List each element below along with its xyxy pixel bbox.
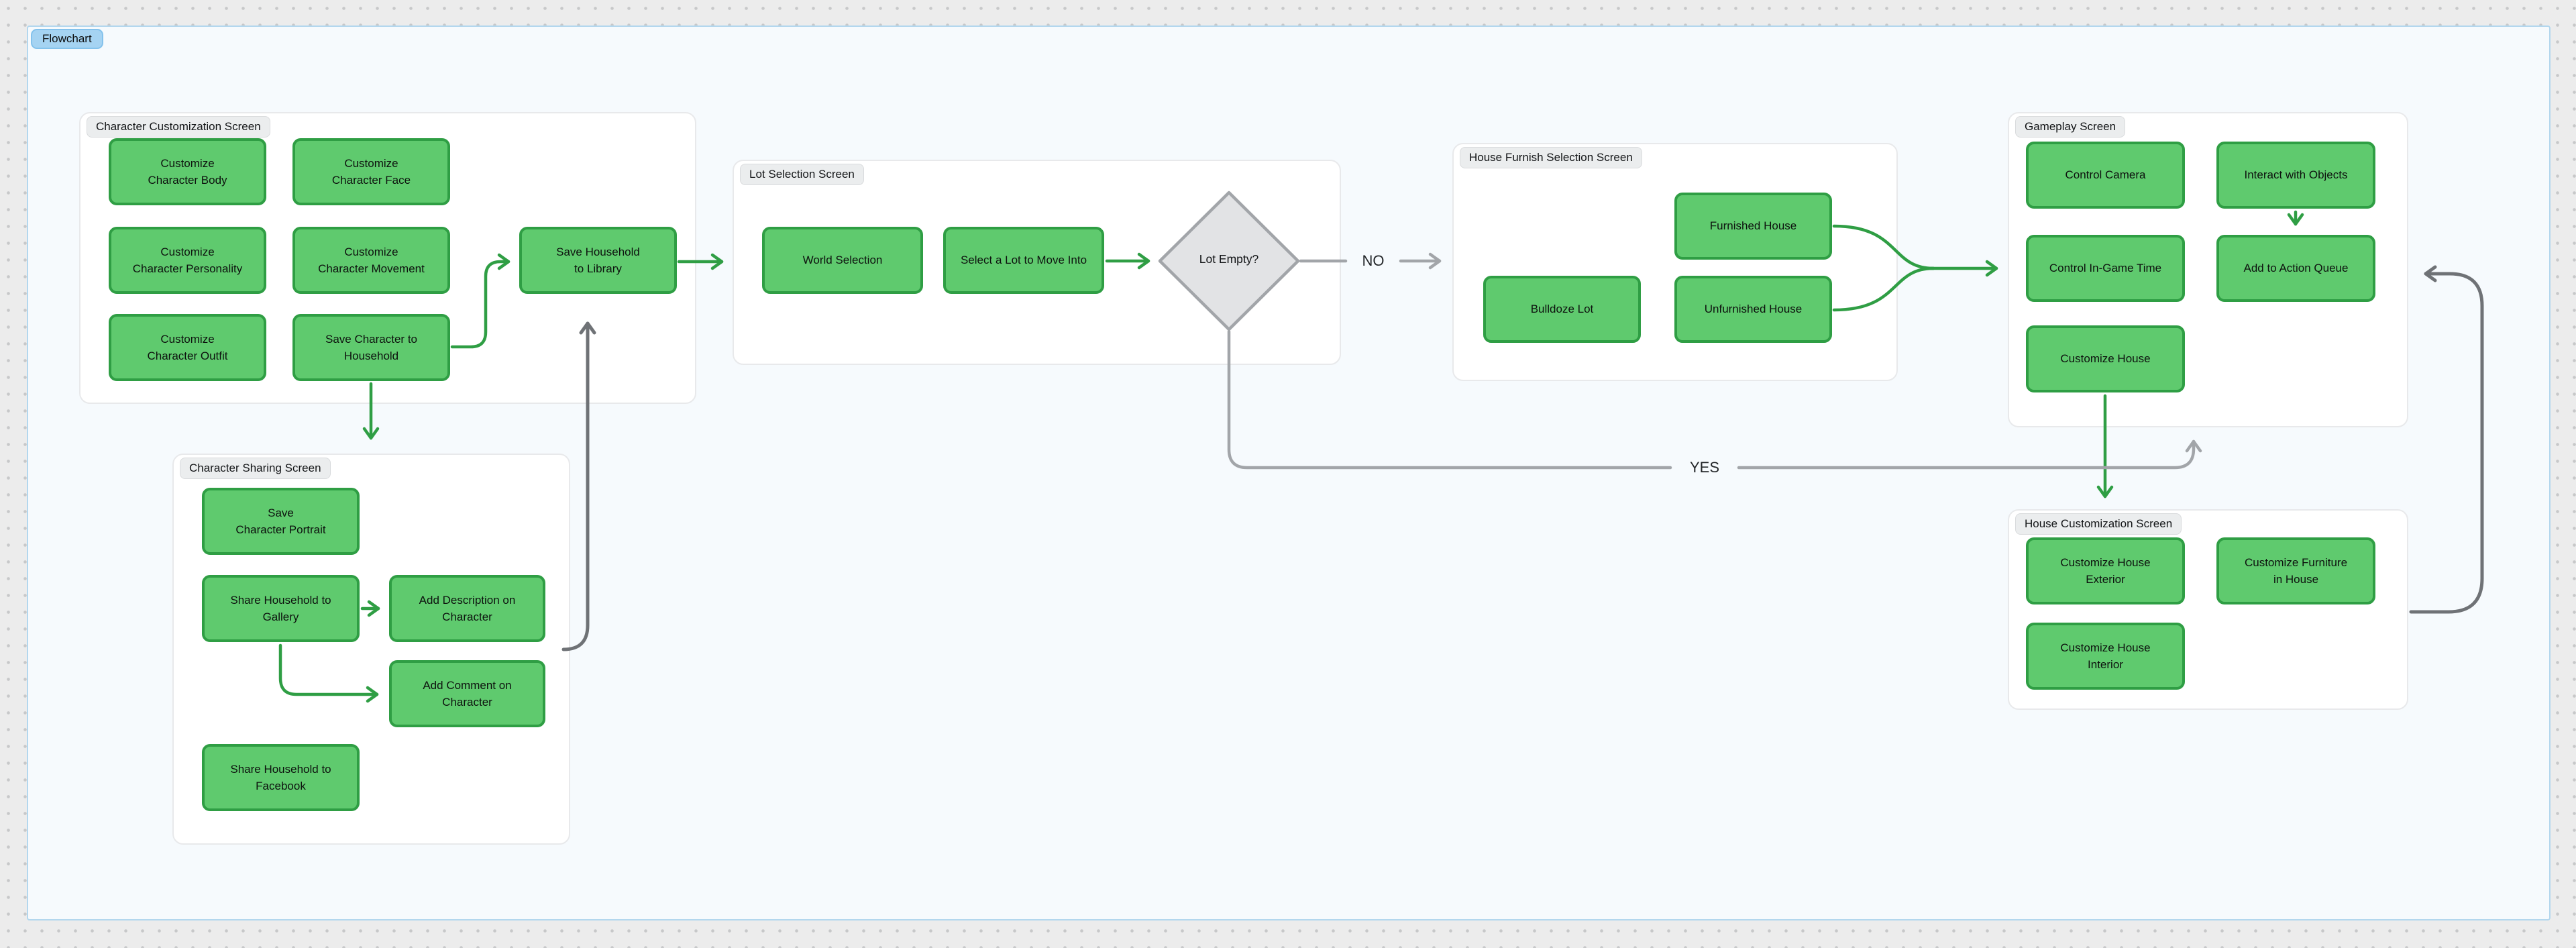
node-save-character-portrait[interactable]: Save Character Portrait	[202, 488, 360, 555]
frame-title-label: Flowchart	[42, 32, 92, 45]
node-furnished-house[interactable]: Furnished House	[1674, 193, 1832, 260]
node-select-a-lot-to-move-into[interactable]: Select a Lot to Move Into	[943, 227, 1104, 294]
node-customize-character-movement[interactable]: Customize Character Movement	[292, 227, 450, 294]
node-customize-furniture-in-house[interactable]: Customize Furniture in House	[2216, 537, 2375, 604]
frame-title-badge[interactable]: Flowchart	[31, 29, 103, 49]
container-label-gameplay[interactable]: Gameplay Screen	[2015, 116, 2126, 138]
container-label-character-customization[interactable]: Character Customization Screen	[87, 116, 270, 138]
edge-label-no: NO	[1362, 252, 1385, 269]
container-house-furnish-selection[interactable]: House Furnish Selection Screen	[1452, 143, 1898, 381]
node-control-in-game-time[interactable]: Control In-Game Time	[2026, 235, 2185, 302]
node-add-description-on-character[interactable]: Add Description on Character	[389, 575, 545, 642]
node-share-household-to-gallery[interactable]: Share Household to Gallery	[202, 575, 360, 642]
node-world-selection[interactable]: World Selection	[762, 227, 923, 294]
node-unfurnished-house[interactable]: Unfurnished House	[1674, 276, 1832, 343]
node-save-household-to-library[interactable]: Save Household to Library	[519, 227, 677, 294]
container-label-lot-selection[interactable]: Lot Selection Screen	[740, 164, 864, 185]
node-share-household-to-facebook[interactable]: Share Household to Facebook	[202, 744, 360, 811]
node-save-character-to-household[interactable]: Save Character to Household	[292, 314, 450, 381]
node-customize-character-outfit[interactable]: Customize Character Outfit	[109, 314, 266, 381]
node-customize-character-face[interactable]: Customize Character Face	[292, 138, 450, 205]
node-add-to-action-queue[interactable]: Add to Action Queue	[2216, 235, 2375, 302]
node-control-camera[interactable]: Control Camera	[2026, 142, 2185, 209]
node-interact-with-objects[interactable]: Interact with Objects	[2216, 142, 2375, 209]
edge-label-yes: YES	[1689, 459, 1720, 476]
container-label-character-sharing[interactable]: Character Sharing Screen	[180, 458, 331, 479]
node-add-comment-on-character[interactable]: Add Comment on Character	[389, 660, 545, 727]
node-customize-character-body[interactable]: Customize Character Body	[109, 138, 266, 205]
node-customize-house[interactable]: Customize House	[2026, 325, 2185, 392]
container-label-house-customization[interactable]: House Customization Screen	[2015, 513, 2182, 535]
decision-lot-empty-label: Lot Empty?	[1199, 252, 1259, 266]
node-customize-house-exterior[interactable]: Customize House Exterior	[2026, 537, 2185, 604]
node-customize-character-personality[interactable]: Customize Character Personality	[109, 227, 266, 294]
container-label-house-furnish-selection[interactable]: House Furnish Selection Screen	[1460, 147, 1642, 168]
node-customize-house-interior[interactable]: Customize House Interior	[2026, 623, 2185, 690]
node-bulldoze-lot[interactable]: Bulldoze Lot	[1483, 276, 1641, 343]
